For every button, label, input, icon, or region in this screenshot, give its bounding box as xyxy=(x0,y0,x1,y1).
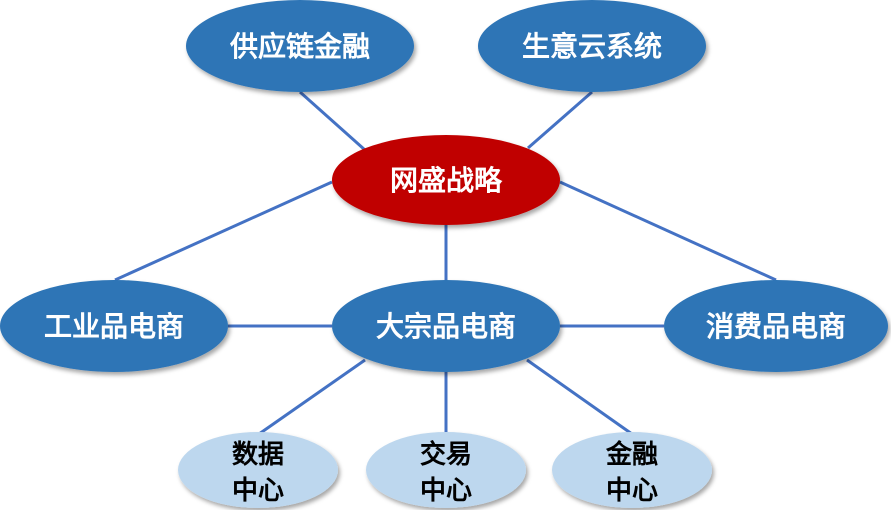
connector-middle-bottom-left xyxy=(258,358,366,436)
node-consumer-ecommerce-label: 消费品电商 xyxy=(706,310,846,343)
node-finance-center: 金融 中心 xyxy=(552,432,712,508)
node-consumer-ecommerce: 消费品电商 xyxy=(664,280,888,372)
node-data-center-label-line2: 中心 xyxy=(232,476,284,506)
node-netsun-strategy-label: 网盛战略 xyxy=(390,164,503,197)
node-supply-chain-finance-label: 供应链金融 xyxy=(229,30,370,63)
node-industrial-ecommerce-label: 工业品电商 xyxy=(44,310,184,343)
node-business-cloud-system: 生意云系统 xyxy=(478,0,706,92)
connector-middle-bottom-right xyxy=(526,358,633,436)
node-bulk-ecommerce-label: 大宗品电商 xyxy=(376,310,516,343)
node-trading-center: 交易 中心 xyxy=(366,432,526,508)
node-data-center: 数据 中心 xyxy=(178,432,338,508)
connector-center-left xyxy=(114,180,333,282)
node-industrial-ecommerce: 工业品电商 xyxy=(0,280,228,372)
node-business-cloud-system-label: 生意云系统 xyxy=(522,30,662,63)
node-netsun-strategy: 网盛战略 xyxy=(332,135,560,225)
node-supply-chain-finance: 供应链金融 xyxy=(186,0,414,92)
node-data-center-label-line1: 数据 xyxy=(232,440,284,470)
connector-center-top-left xyxy=(299,90,366,152)
connector-center-right xyxy=(559,180,777,282)
node-finance-center-label-line2: 中心 xyxy=(606,476,658,506)
node-trading-center-label-line2: 中心 xyxy=(420,476,472,506)
node-finance-center-label-line1: 金融 xyxy=(605,439,658,470)
connector-center-top-right xyxy=(527,90,593,150)
connectors xyxy=(114,90,777,436)
node-trading-center-label-line1: 交易 xyxy=(420,439,472,470)
node-bulk-ecommerce: 大宗品电商 xyxy=(332,280,560,372)
